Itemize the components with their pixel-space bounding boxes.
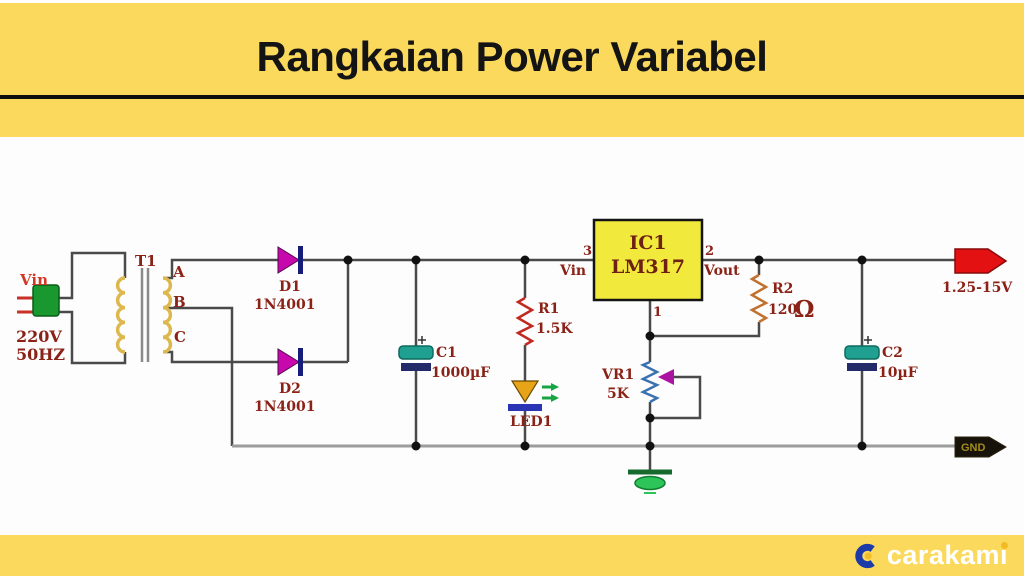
transformer-secondary-winding — [162, 276, 173, 354]
led1-light-arrow-1-head — [551, 383, 559, 391]
c1-label: C1 — [436, 345, 457, 361]
junction-dot — [520, 255, 530, 265]
brand-c-icon — [855, 543, 875, 568]
tap-b-label: B — [173, 293, 186, 311]
junction-dot — [645, 413, 655, 423]
diode-d1-cathode-bar — [298, 246, 303, 274]
junction-dot — [411, 255, 421, 265]
r1-label: R1 — [538, 301, 559, 317]
primary-wire-top — [56, 251, 127, 300]
transformer-label: T1 — [135, 252, 157, 270]
c2-value: 10µF — [878, 365, 918, 381]
junction-dot — [857, 255, 867, 265]
primary-wire-bottom — [56, 310, 127, 365]
source-frequency: 50HZ — [16, 345, 65, 364]
potentiometer-vr1 — [640, 360, 660, 404]
r2-unit-omega: Ω — [794, 296, 814, 323]
led1-label: LED1 — [510, 414, 552, 430]
d2-wire — [163, 350, 348, 364]
c2-label: C2 — [882, 345, 903, 361]
c1-value: 1000µF — [431, 365, 490, 381]
center-tap-wire — [168, 306, 234, 446]
ground-symbol-blob — [634, 475, 666, 491]
d1-part: 1N4001 — [254, 297, 316, 313]
circuit-schematic: Vin 220V 50HZ T1 A B C D1 1N4001 D2 1N40… — [16, 218, 1013, 494]
junction-dot — [411, 441, 421, 451]
brand-i-dot — [1001, 542, 1008, 549]
r2-label: R2 — [772, 281, 793, 297]
mains-connector — [32, 284, 60, 317]
brand-c-arc — [855, 543, 875, 568]
d1-label: D1 — [279, 279, 301, 295]
ic1-pin3-name: Vin — [559, 263, 586, 279]
ic1-pin3-number: 3 — [583, 244, 592, 259]
brand-text-wrap: carakami — [887, 540, 1008, 571]
led1-triangle — [510, 380, 540, 404]
junction-dot — [520, 441, 530, 451]
tap-a-label: A — [172, 263, 185, 281]
header-divider — [0, 95, 1024, 99]
junction-dot — [343, 255, 353, 265]
capacitor-c2-plate-bottom — [847, 363, 877, 371]
tap-c-label: C — [174, 328, 186, 346]
capacitor-c1-plate-bottom — [401, 363, 431, 371]
page-title: Rangkaian Power Variabel — [256, 33, 768, 80]
header-band: Rangkaian Power Variabel — [0, 3, 1024, 137]
capacitor-c1-plate-top — [398, 345, 434, 360]
c2-polarity-plus — [864, 336, 872, 344]
output-ground-arrow — [954, 436, 1007, 458]
ic1-pin2-name: Vout — [703, 263, 740, 279]
junction-dot — [754, 255, 764, 265]
ic1-pin1-number: 1 — [653, 305, 662, 320]
vr1-value: 5K — [607, 386, 630, 402]
brand-text: carakami — [886, 540, 1008, 570]
junction-dot — [645, 331, 655, 341]
top-rail-left — [163, 258, 594, 280]
capacitor-c2-plate-top — [844, 345, 880, 360]
vr1-wiper-arrow — [658, 369, 674, 385]
ic1-pin2-number: 2 — [705, 244, 714, 259]
source-voltage: 220V — [16, 327, 62, 346]
ic1-body — [592, 218, 704, 302]
r2-wire-bottom — [650, 322, 761, 338]
output-voltage-label: 1.25-15V — [942, 280, 1013, 296]
junction-dot — [857, 441, 867, 451]
junction-dot — [645, 441, 655, 451]
transformer-primary-winding — [115, 276, 126, 354]
output-positive-arrow — [954, 248, 1008, 274]
r1-value: 1.5K — [536, 321, 573, 337]
diode-d1 — [277, 246, 300, 274]
ic1-part: LM317 — [611, 256, 685, 278]
output-ground-label: GND — [961, 442, 986, 454]
vr1-label: VR1 — [601, 367, 634, 383]
d2-label: D2 — [279, 381, 301, 397]
resistor-r1 — [515, 296, 535, 347]
diode-d2 — [277, 348, 300, 376]
resistor-r2 — [749, 273, 769, 324]
d2-part: 1N4001 — [254, 399, 316, 415]
wiper-feedback-wire — [650, 375, 702, 420]
c1-polarity-plus — [418, 336, 426, 344]
r2-value: 120 — [768, 302, 797, 318]
ic1-label: IC1 — [629, 232, 666, 254]
source-label: Vin — [19, 271, 48, 289]
led1-cathode-bar — [508, 404, 542, 411]
diode-d2-cathode-bar — [298, 348, 303, 376]
led1-light-arrow-2-head — [551, 394, 559, 402]
top-white-strip — [0, 0, 1024, 3]
brand-logo: carakami — [854, 540, 1008, 571]
brand-c-dot — [864, 552, 872, 559]
circuit-canvas: Vin 220V 50HZ T1 A B C D1 1N4001 D2 1N40… — [0, 137, 1024, 535]
footer-band: carakami — [0, 535, 1024, 576]
